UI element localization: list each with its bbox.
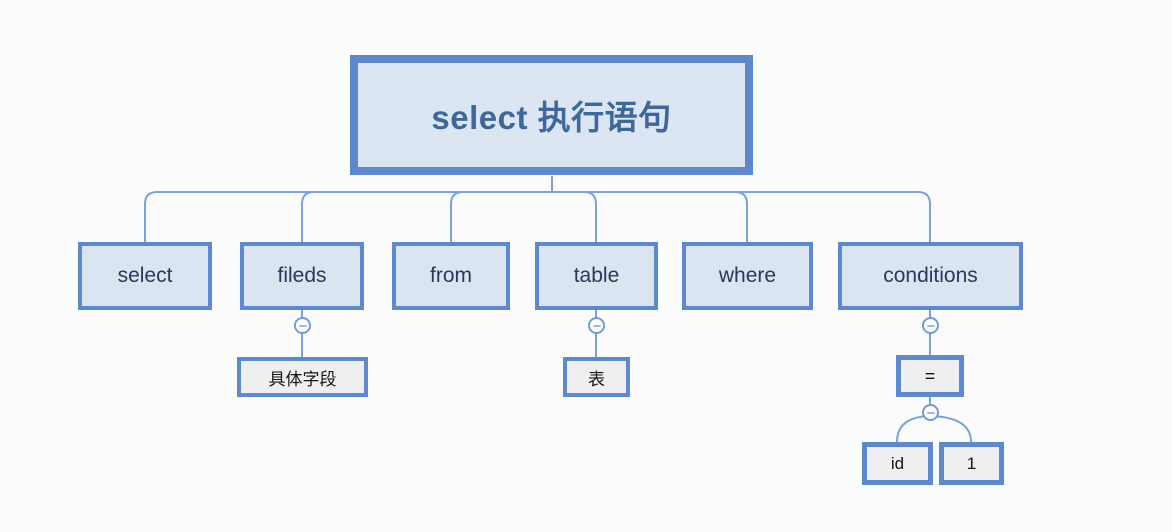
node-concrete-field[interactable]: 具体字段 [237,357,368,397]
node-one-label: 1 [966,453,977,473]
node-table-cn[interactable]: 表 [563,357,630,397]
node-select[interactable]: select [78,242,212,310]
root-node[interactable]: select 执行语句 [350,55,753,175]
connector-equals-id [896,415,931,443]
node-id[interactable]: id [862,442,933,485]
node-conditions[interactable]: conditions [838,242,1023,310]
collapse-toggle-equals[interactable] [922,404,939,421]
node-from-label: from [430,264,472,287]
collapse-toggle-table[interactable] [588,317,605,334]
connector-root-fileds [301,191,552,242]
collapse-toggle-fileds[interactable] [294,317,311,334]
node-fileds-label: fileds [277,264,327,287]
node-conditions-label: conditions [883,264,978,287]
connector-root-select [144,191,552,242]
node-table[interactable]: table [535,242,658,310]
node-equals-label: = [924,365,936,386]
node-where[interactable]: where [682,242,813,310]
connector-root-where [552,191,748,242]
node-equals[interactable]: = [896,355,964,397]
node-id-label: id [890,453,905,473]
connector-equals-one [929,415,972,443]
node-table-label: table [573,264,620,287]
node-fileds[interactable]: fileds [240,242,364,310]
minus-icon [926,411,935,414]
node-table-cn-label: 表 [588,369,605,389]
root-node-label: select 执行语句 [431,99,672,136]
node-where-label: where [718,264,777,287]
collapse-toggle-conditions[interactable] [922,317,939,334]
connector-root-conditions [552,191,931,242]
node-select-label: select [117,264,173,287]
minus-icon [592,324,601,327]
minus-icon [926,324,935,327]
minus-icon [298,324,307,327]
node-from[interactable]: from [392,242,510,310]
node-one[interactable]: 1 [939,442,1004,485]
node-concrete-field-label: 具体字段 [268,369,337,389]
connector-root-table [552,191,597,242]
connector-root-from [450,191,552,242]
